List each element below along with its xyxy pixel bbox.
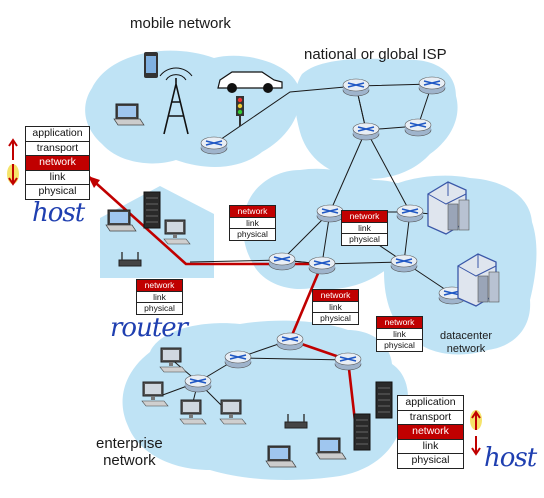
layer-network: network xyxy=(342,211,387,223)
router-icon xyxy=(276,332,304,351)
server-icon xyxy=(353,413,371,451)
layer-application: application xyxy=(398,396,463,411)
layer-link: link xyxy=(137,292,182,304)
enterprise-label-line1: enterprise xyxy=(96,435,163,452)
layer-network: network xyxy=(398,425,463,440)
router-icon xyxy=(184,374,212,393)
red-path-arrow-icon xyxy=(88,176,100,188)
router-icon xyxy=(224,350,252,369)
layer-link: link xyxy=(313,302,358,314)
router-protocol-stack: network link physical xyxy=(341,210,388,246)
router-icon xyxy=(396,204,424,223)
router-handwritten-label: router xyxy=(110,313,188,343)
router-icon xyxy=(418,76,446,95)
router-icon xyxy=(316,204,344,223)
layer-application: application xyxy=(26,127,89,142)
layer-link: link xyxy=(26,171,89,186)
datacenter-building-icon xyxy=(427,181,470,235)
datacenter-label-line1: datacenter xyxy=(440,330,492,342)
home-region xyxy=(100,186,214,278)
layer-network: network xyxy=(230,206,275,218)
traffic-light-icon xyxy=(236,96,244,126)
layer-physical: physical xyxy=(237,229,268,240)
mobile-network-label: mobile network xyxy=(130,15,231,32)
layer-physical: physical xyxy=(38,185,77,198)
updown-arrow-icon xyxy=(7,138,19,186)
isp-region xyxy=(295,58,458,179)
layer-network: network xyxy=(137,280,182,292)
router-protocol-stack: network link physical xyxy=(312,289,359,325)
host-protocol-stack: application transport network link physi… xyxy=(397,395,464,469)
datacenter-building-icon xyxy=(457,253,500,307)
layer-network: network xyxy=(377,317,422,329)
server-icon xyxy=(143,191,161,229)
smartphone-icon xyxy=(144,52,158,78)
layer-transport: transport xyxy=(398,411,463,426)
layer-link: link xyxy=(398,440,463,455)
layer-transport: transport xyxy=(26,142,89,157)
router-protocol-stack: network link physical xyxy=(229,205,276,241)
enterprise-region xyxy=(122,320,408,480)
layer-link: link xyxy=(230,218,275,230)
host-handwritten-label: host xyxy=(32,198,85,228)
router-icon xyxy=(390,254,418,273)
car-icon xyxy=(217,71,283,93)
layer-physical: physical xyxy=(349,234,380,245)
datacenter-label: datacenter network xyxy=(440,330,492,355)
datacenter-label-line2: network xyxy=(446,342,486,355)
host-handwritten-label: host xyxy=(484,443,537,473)
layer-network: network xyxy=(313,290,358,302)
updown-arrow-icon xyxy=(470,410,482,456)
router-icon xyxy=(404,118,432,137)
layer-physical: physical xyxy=(144,303,175,314)
router-icon xyxy=(334,352,362,371)
router-protocol-stack: network link physical xyxy=(376,316,423,352)
layer-network: network xyxy=(26,156,89,171)
layer-physical: physical xyxy=(320,313,351,324)
router-icon xyxy=(308,256,336,275)
enterprise-label-line2: network xyxy=(103,452,156,470)
router-icon xyxy=(268,252,296,271)
router-icon xyxy=(342,78,370,97)
enterprise-label: enterprise network xyxy=(96,435,163,470)
router-icon xyxy=(200,136,228,155)
layer-physical: physical xyxy=(411,454,450,467)
router-protocol-stack: network link physical xyxy=(136,279,183,315)
cell-tower-icon xyxy=(159,67,193,135)
layer-link: link xyxy=(342,223,387,235)
server-icon xyxy=(375,381,393,419)
data-path-red xyxy=(87,175,358,431)
host-protocol-stack: application transport network link physi… xyxy=(25,126,90,200)
layer-link: link xyxy=(377,329,422,341)
isp-label: national or global ISP xyxy=(304,46,447,63)
layer-physical: physical xyxy=(384,340,415,351)
router-icon xyxy=(352,122,380,141)
